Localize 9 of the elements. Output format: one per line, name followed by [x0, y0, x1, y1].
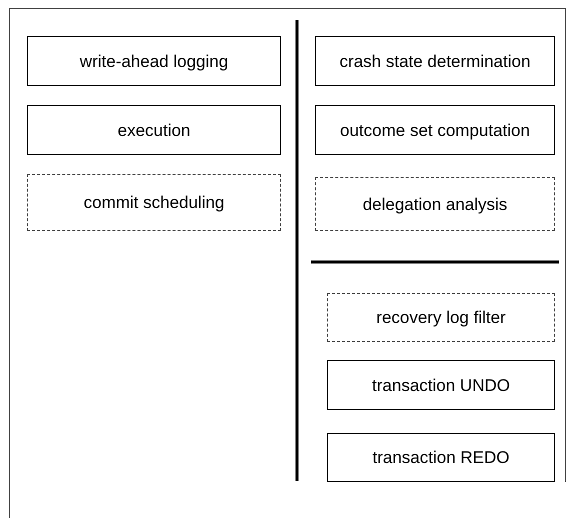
process-box: write-ahead logging — [27, 36, 281, 86]
process-box: delegation analysis — [315, 177, 555, 231]
process-box: commit scheduling — [27, 174, 281, 231]
process-box: execution — [27, 105, 281, 155]
process-box: transaction UNDO — [327, 360, 555, 410]
process-box: recovery log filter — [327, 293, 555, 342]
process-box: outcome set computation — [315, 105, 555, 155]
process-box: transaction REDO — [327, 433, 555, 482]
process-box: crash state determination — [315, 36, 555, 86]
